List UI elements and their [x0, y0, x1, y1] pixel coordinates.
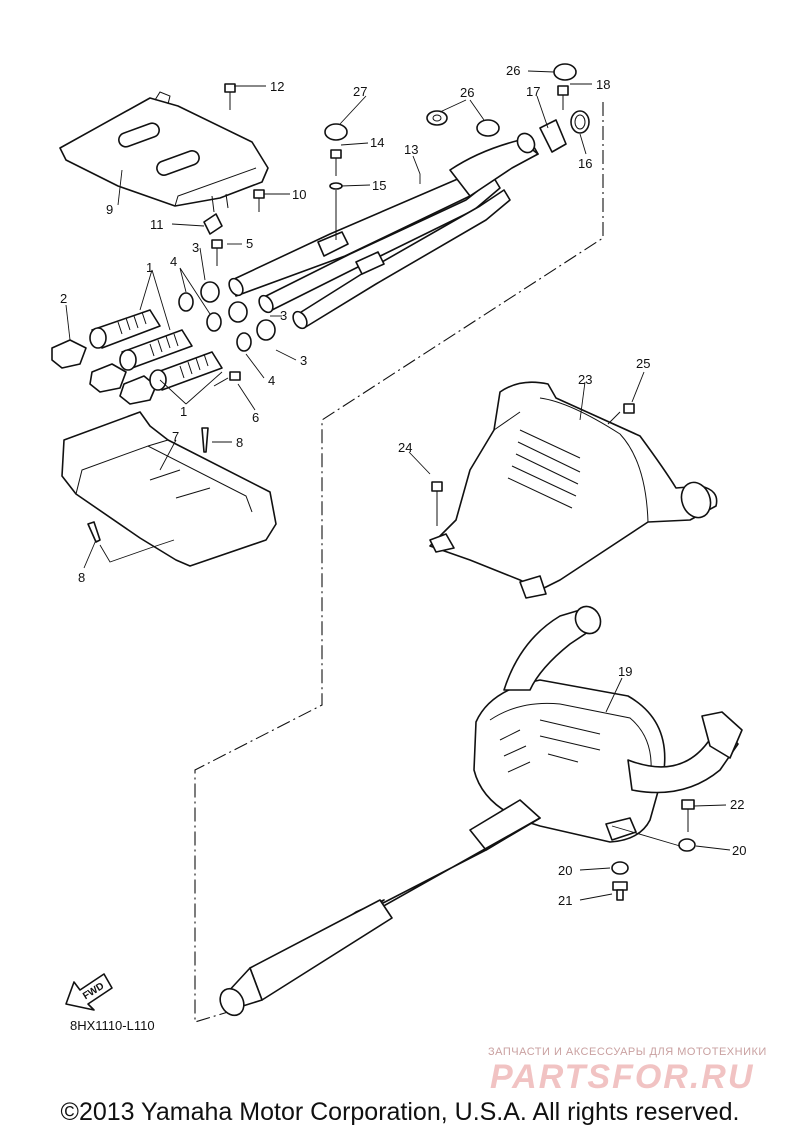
exhaust-joint-1[interactable]: [89, 309, 223, 391]
exhaust-pipe-13[interactable]: [226, 130, 539, 330]
bolt-22[interactable]: [681, 799, 695, 832]
callout-9: 9: [106, 202, 113, 217]
callout-16: 16: [578, 156, 592, 171]
bolt-6[interactable]: [213, 371, 241, 387]
callout-13: 13: [404, 142, 418, 157]
grommet-26-c[interactable]: [553, 63, 577, 81]
callout-19: 19: [618, 664, 632, 679]
assembly-guide-lines: [194, 102, 604, 1023]
callout-15: 15: [372, 178, 386, 193]
watermark-tagline: ЗАПЧАСТИ И АКСЕССУАРЫ ДЛЯ МОТОТЕХНИКИ: [488, 1046, 767, 1058]
bolt-12[interactable]: [224, 83, 236, 110]
callout-numbers: 12 10 11 9 27 14 15 13 26 26 18 17 16 5 …: [60, 63, 746, 908]
forward-arrow-icon: FWD: [65, 973, 113, 1011]
callout-3-b: 3: [280, 308, 287, 323]
callout-24: 24: [398, 440, 412, 455]
callout-20-b: 20: [558, 863, 572, 878]
callout-27: 27: [353, 84, 367, 99]
callout-10: 10: [292, 187, 306, 202]
callout-11: 11: [150, 217, 164, 232]
leader-lines: [65, 70, 731, 901]
bolt-14[interactable]: [330, 149, 342, 176]
callout-6: 6: [252, 410, 259, 425]
callout-8-b: 8: [78, 570, 85, 585]
flange-2[interactable]: [51, 339, 157, 405]
washer-15[interactable]: [329, 182, 343, 240]
callout-1-b: 1: [180, 404, 187, 419]
callout-2: 2: [60, 291, 67, 306]
grommet-26-a[interactable]: [426, 110, 448, 126]
muffler-19[interactable]: [215, 602, 743, 1020]
diagram-code: 8HX1110-L110: [70, 1018, 155, 1033]
pin-8[interactable]: [87, 427, 209, 543]
callout-4-b: 4: [268, 373, 275, 388]
callout-26-b: 26: [506, 63, 520, 78]
callout-5: 5: [246, 236, 253, 251]
callout-20-a: 20: [732, 843, 746, 858]
callout-8-a: 8: [236, 435, 243, 450]
callout-3-c: 3: [300, 353, 307, 368]
callout-12: 12: [270, 79, 284, 94]
damper-20[interactable]: [611, 838, 696, 875]
collar-21[interactable]: [612, 881, 628, 901]
bolt-5[interactable]: [211, 239, 223, 266]
bolt-25[interactable]: [607, 403, 635, 425]
callout-26-a: 26: [460, 85, 474, 100]
callout-7: 7: [172, 429, 179, 444]
clamp-3[interactable]: [200, 281, 276, 341]
gasket-16[interactable]: [570, 110, 590, 134]
grommet-27[interactable]: [324, 123, 348, 141]
clamp-17[interactable]: [539, 119, 567, 153]
callout-23: 23: [578, 372, 592, 387]
callout-17: 17: [526, 84, 540, 99]
callout-4-a: 4: [170, 254, 177, 269]
bolt-24[interactable]: [431, 481, 443, 526]
bolt-18[interactable]: [557, 85, 569, 110]
callout-3-a: 3: [192, 240, 199, 255]
lower-heat-protector-7[interactable]: [61, 411, 277, 567]
callout-14: 14: [370, 135, 384, 150]
watermark-logo: PARTSFOR.RU: [490, 1058, 754, 1096]
callout-21: 21: [558, 893, 572, 908]
bolt-10[interactable]: [253, 189, 265, 212]
grommet-26-b[interactable]: [476, 119, 500, 137]
copyright-notice: ©2013 Yamaha Motor Corporation, U.S.A. A…: [60, 1098, 740, 1126]
bracket-11[interactable]: [203, 213, 223, 235]
upper-heat-protector[interactable]: [59, 91, 269, 213]
callout-22: 22: [730, 797, 744, 812]
callout-25: 25: [636, 356, 650, 371]
muffler-protector-23[interactable]: [429, 381, 718, 599]
gasket-4[interactable]: [178, 292, 252, 352]
callout-1-a: 1: [146, 260, 153, 275]
callout-18: 18: [596, 77, 610, 92]
